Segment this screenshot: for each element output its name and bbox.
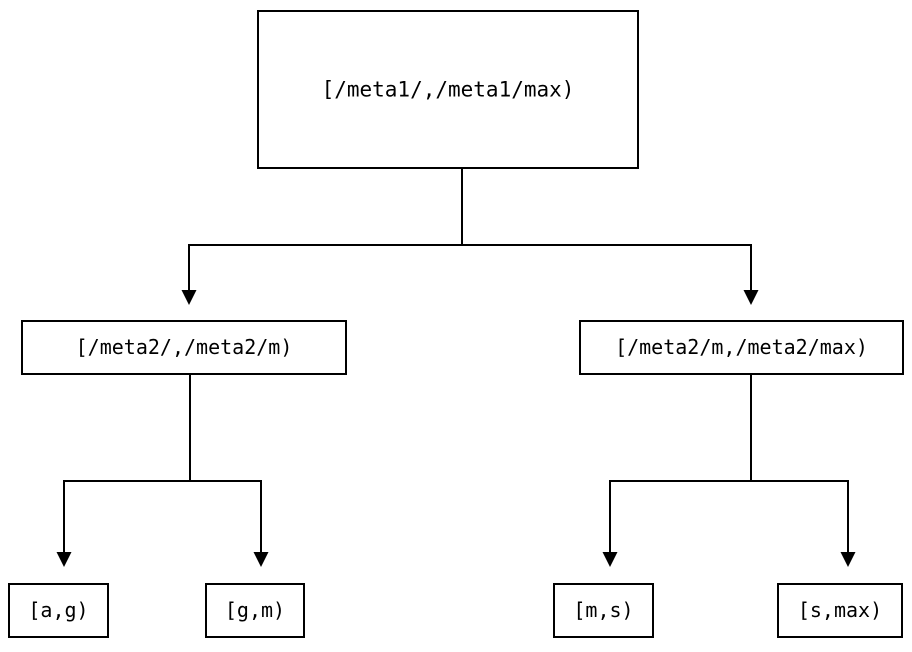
tree-node-mid-right[interactable]: [/meta2/m,/meta2/max) bbox=[578, 319, 905, 376]
node-label: [g,m) bbox=[225, 598, 285, 622]
node-box[interactable] bbox=[552, 582, 655, 639]
tree-node-mid-left[interactable]: [/meta2/,/meta2/m) bbox=[20, 319, 348, 376]
tree-node-leaf-g-m[interactable]: [g,m) bbox=[204, 582, 306, 639]
arrowhead-down-icon bbox=[181, 290, 197, 305]
node-box[interactable] bbox=[256, 9, 640, 170]
edge-path bbox=[749, 374, 850, 552]
node-box[interactable] bbox=[776, 582, 904, 639]
edge-path bbox=[608, 374, 753, 552]
node-label: [/meta2/,/meta2/m) bbox=[76, 335, 293, 359]
node-label: [/meta2/m,/meta2/max) bbox=[615, 335, 868, 359]
arrowhead-down-icon bbox=[56, 552, 72, 567]
arrowhead-down-icon bbox=[602, 552, 618, 567]
tree-node-leaf-m-s[interactable]: [m,s) bbox=[552, 582, 655, 639]
arrowhead-down-icon bbox=[743, 290, 759, 305]
tree-node-leaf-s-max[interactable]: [s,max) bbox=[776, 582, 904, 639]
node-label: [a,g) bbox=[28, 598, 88, 622]
arrowhead-down-icon bbox=[840, 552, 856, 567]
edge-path bbox=[62, 374, 192, 552]
edge-path bbox=[187, 168, 464, 290]
node-box[interactable] bbox=[7, 582, 110, 639]
edge-root-mid-left bbox=[181, 168, 464, 305]
edge-mid-right-leaf-m-s bbox=[602, 374, 753, 567]
node-box[interactable] bbox=[20, 319, 348, 376]
edge-mid-left-leaf-g-m bbox=[188, 374, 269, 567]
edge-path bbox=[188, 374, 263, 552]
node-label: [/meta1/,/meta1/max) bbox=[322, 78, 575, 102]
nodes-layer: [/meta1/,/meta1/max) [/meta2/,/meta2/m) [/… bbox=[7, 9, 905, 639]
tree-node-leaf-a-g[interactable]: [a,g) bbox=[7, 582, 110, 639]
edges-layer bbox=[56, 168, 856, 567]
edge-root-mid-right bbox=[460, 168, 759, 305]
arrowhead-down-icon bbox=[253, 552, 269, 567]
tree-node-root[interactable]: [/meta1/,/meta1/max) bbox=[256, 9, 640, 170]
node-label: [m,s) bbox=[573, 598, 633, 622]
edge-path bbox=[460, 168, 753, 290]
node-box[interactable] bbox=[204, 582, 306, 639]
node-label: [s,max) bbox=[798, 598, 882, 622]
node-box[interactable] bbox=[578, 319, 905, 376]
edge-mid-left-leaf-a-g bbox=[56, 374, 192, 567]
edge-mid-right-leaf-s-max bbox=[749, 374, 856, 567]
